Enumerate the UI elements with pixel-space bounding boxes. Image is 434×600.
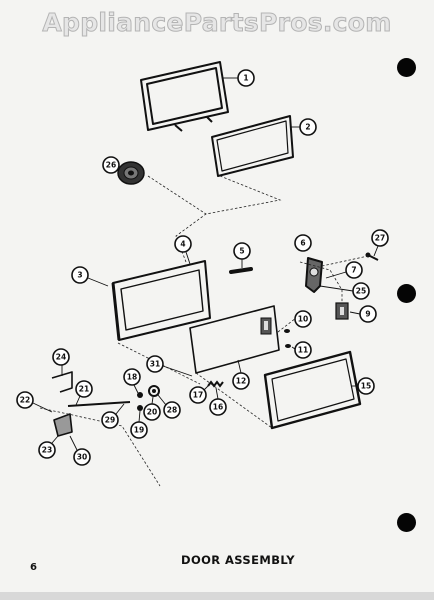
svg-text:6: 6 — [300, 239, 305, 248]
svg-text:21: 21 — [79, 385, 89, 394]
watermark: AppliancePartsPros.com — [42, 8, 392, 38]
callout-18: 18 — [123, 368, 141, 386]
part-9-strike — [335, 302, 349, 320]
diagram-title: DOOR ASSEMBLY — [181, 553, 296, 567]
svg-text:1: 1 — [243, 74, 248, 83]
callout-17: 17 — [189, 386, 207, 404]
svg-text:22: 22 — [20, 396, 30, 405]
svg-text:3: 3 — [77, 271, 82, 280]
callout-10: 10 — [294, 310, 312, 328]
part-10-11-fasteners — [277, 317, 297, 348]
page-number: 6 — [30, 562, 37, 573]
callout-20: 20 — [143, 403, 161, 421]
dashed-path-lower — [39, 407, 161, 487]
callout-24: 24 — [52, 348, 70, 366]
registration-dot-top — [397, 58, 416, 77]
dashed-path-upper — [175, 175, 282, 263]
part-6-hinge — [305, 257, 323, 293]
svg-text:28: 28 — [167, 406, 177, 415]
callout-3: 3 — [71, 266, 89, 284]
part-1-frame — [140, 61, 229, 132]
dashed-path-screw — [321, 255, 369, 267]
svg-text:4: 4 — [180, 240, 185, 249]
callout-6: 6 — [294, 234, 312, 252]
callout-23: 23 — [38, 441, 56, 459]
callout-7: 7 — [345, 261, 363, 279]
dashed-path-hinge — [299, 261, 343, 302]
callout-11: 11 — [294, 341, 312, 359]
svg-text:31: 31 — [150, 360, 160, 369]
scan-bottom-edge — [0, 592, 434, 600]
part-21-hinge-rod — [67, 401, 131, 407]
svg-text:23: 23 — [42, 446, 52, 455]
part-16-spring — [207, 380, 224, 388]
part-19-20-washers — [137, 385, 160, 411]
callout-21: 21 — [75, 380, 93, 398]
svg-text:12: 12 — [236, 377, 246, 386]
svg-text:9: 9 — [365, 310, 370, 319]
callout-30: 30 — [73, 448, 91, 466]
svg-text:11: 11 — [298, 346, 308, 355]
callout-31: 31 — [146, 355, 164, 373]
svg-text:5: 5 — [239, 247, 244, 256]
callout-5: 5 — [233, 242, 251, 260]
callout-2: 2 — [299, 118, 317, 136]
dashed-path-knob — [147, 175, 207, 215]
part-4-door-liner — [111, 260, 211, 341]
registration-dot-middle — [397, 284, 416, 303]
dashed-path-panel — [195, 372, 273, 429]
callout-22: 22 — [16, 391, 34, 409]
callout-15: 15 — [357, 377, 375, 395]
svg-text:29: 29 — [105, 416, 115, 425]
callout-16: 16 — [209, 398, 227, 416]
callout-9: 9 — [359, 305, 377, 323]
svg-text:7: 7 — [351, 266, 356, 275]
svg-text:10: 10 — [298, 315, 308, 324]
callout-4: 4 — [174, 235, 192, 253]
part-15-glass-frame — [263, 350, 362, 430]
callout-1: 1 — [237, 69, 255, 87]
svg-text:19: 19 — [134, 426, 144, 435]
svg-text:17: 17 — [193, 391, 203, 400]
part-26-knob — [117, 161, 145, 185]
callout-28: 28 — [163, 401, 181, 419]
svg-text:15: 15 — [361, 382, 371, 391]
svg-text:27: 27 — [375, 234, 385, 243]
part-12-door-panel — [189, 305, 280, 374]
part-2-gasket — [211, 115, 294, 177]
svg-text:20: 20 — [147, 408, 157, 417]
callout-25: 25 — [352, 282, 370, 300]
registration-dot-bottom — [397, 513, 416, 532]
svg-text:2: 2 — [305, 123, 310, 132]
callout-26: 26 — [102, 156, 120, 174]
svg-text:18: 18 — [127, 373, 137, 382]
svg-text:25: 25 — [356, 287, 366, 296]
callout-19: 19 — [130, 421, 148, 439]
svg-text:16: 16 — [213, 403, 223, 412]
part-5-latch-pin — [229, 267, 253, 274]
callout-27: 27 — [371, 229, 389, 247]
svg-text:30: 30 — [77, 453, 87, 462]
callout-12: 12 — [232, 372, 250, 390]
callout-29: 29 — [101, 411, 119, 429]
svg-text:26: 26 — [106, 161, 116, 170]
svg-text:24: 24 — [56, 353, 66, 362]
part-23-bracket — [53, 413, 73, 437]
